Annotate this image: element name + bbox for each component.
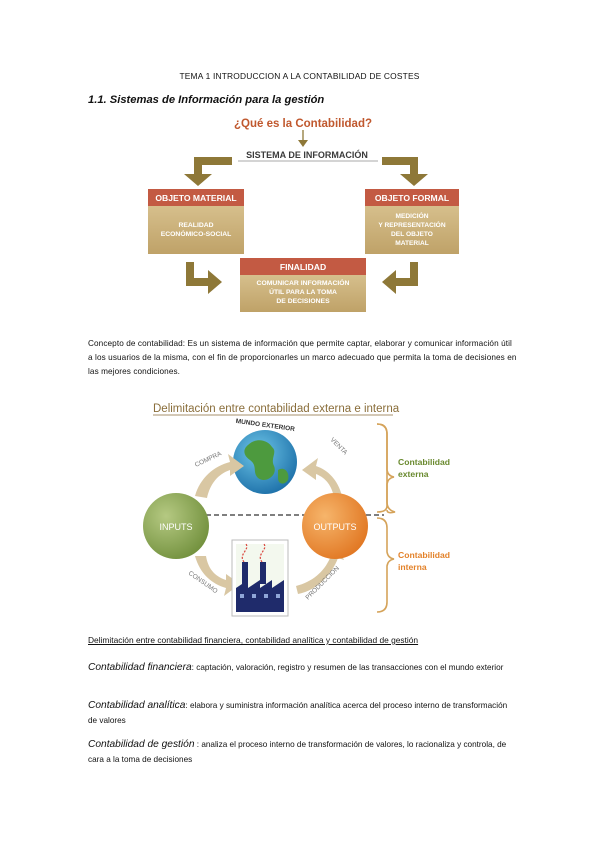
definition-sep: : [194, 740, 202, 749]
objeto-formal-line: MEDICIÓN [396, 211, 429, 220]
definition-text: elabora y suministra información analíti… [88, 701, 508, 725]
definition-term: Contabilidad de gestión [88, 739, 195, 750]
curved-arrow-compra-icon [195, 454, 244, 498]
externa-label: externa [398, 469, 429, 479]
inputs-label: INPUTS [159, 522, 192, 532]
objeto-material-line: ECONÓMICO-SOCIAL [161, 229, 232, 238]
definition-term: Contabilidad financiera [88, 662, 192, 673]
finalidad-title: FINALIDAD [280, 262, 326, 272]
brace-externa [376, 423, 396, 514]
arrow-down-icon [298, 130, 308, 147]
inputs-circle [143, 493, 209, 559]
globe-icon [233, 430, 297, 494]
finalidad-line: COMUNICAR INFORMACIÓN [257, 278, 350, 287]
question-title: ¿Qué es la Contabilidad? [234, 118, 372, 130]
objeto-formal-title: OBJETO FORMAL [375, 193, 449, 203]
interna-label: Contabilidad [398, 550, 450, 560]
objeto-formal-line: DEL OBJETO [391, 231, 433, 238]
arrow-down-right-icon [186, 262, 222, 294]
section-heading: 1.1. Sistemas de Información para la ges… [88, 94, 325, 106]
definition-term: Contabilidad analítica [88, 700, 186, 711]
objeto-material-line: REALIDAD [178, 222, 213, 229]
document-title: TEMA 1 INTRODUCCION A LA CONTABILIDAD DE… [179, 71, 420, 81]
arrow-left-down-icon [184, 157, 232, 186]
interna-label: interna [398, 562, 427, 572]
finalidad-box: FINALIDAD COMUNICAR INFORMACIÓN ÚTIL PAR… [240, 258, 366, 312]
system-label: SISTEMA DE INFORMACIÓN [246, 149, 368, 160]
concept-paragraph: Concepto de contabilidad: Es un sistema … [88, 339, 517, 376]
delimitation-heading: Delimitación entre contabilidad financie… [88, 635, 419, 645]
factory-icon [231, 539, 289, 617]
definition-gestion: Contabilidad de gestión : analiza el pro… [88, 738, 518, 767]
objeto-formal-line: MATERIAL [395, 240, 429, 247]
outputs-label: OUTPUTS [313, 522, 356, 532]
external-internal-diagram: Delimitación entre contabilidad externa … [143, 403, 450, 617]
diagram2-title: Delimitación entre contabilidad externa … [153, 403, 400, 415]
curved-arrow-consumo-icon [195, 556, 240, 596]
brace-interna [376, 517, 395, 613]
outputs-circle [302, 493, 368, 559]
definition-financiera: Contabilidad financiera: captación, valo… [88, 661, 518, 676]
definition-text: analiza el proceso interno de transforma… [88, 740, 507, 764]
venta-label: VENTA [329, 436, 349, 456]
definition-sep: : [185, 701, 190, 710]
objeto-formal-box: OBJETO FORMAL MEDICIÓN Y REPRESENTACIÓN … [365, 189, 459, 254]
definition-analitica: Contabilidad analítica: elabora y sumini… [88, 699, 518, 728]
curved-arrow-venta-icon [302, 458, 342, 498]
objeto-material-box: OBJETO MATERIAL REALIDAD ECONÓMICO-SOCIA… [148, 189, 244, 254]
compra-label: COMPRA [194, 450, 223, 469]
arrow-right-down-icon [382, 157, 428, 186]
definition-text: captación, valoración, registro y resume… [196, 663, 504, 672]
objeto-material-title: OBJETO MATERIAL [155, 193, 236, 203]
arrow-down-left-icon [382, 262, 418, 294]
externa-label: Contabilidad [398, 457, 450, 467]
objeto-formal-line: Y REPRESENTACIÓN [378, 220, 445, 229]
finalidad-line: DE DECISIONES [276, 298, 330, 305]
finalidad-line: ÚTIL PARA LA TOMA [269, 287, 337, 296]
accounting-definition-diagram: ¿Qué es la Contabilidad? SISTEMA DE INFO… [148, 118, 459, 312]
definition-sep: : [191, 663, 197, 672]
